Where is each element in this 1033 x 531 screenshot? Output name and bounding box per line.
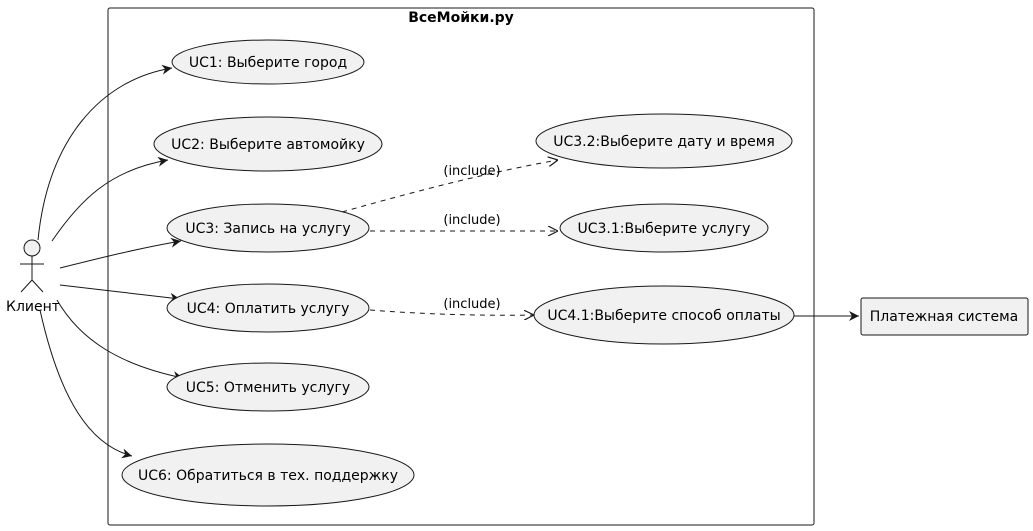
use-case-uc3-1: UC3.1:Выберите услугу (559, 203, 769, 253)
use-case-ellipse (166, 283, 370, 333)
actor-leg-left (20, 279, 33, 293)
actor-client: Клиент (6, 239, 60, 315)
use-case-ellipse (121, 443, 415, 507)
use-case-label: UC2: Выберите автомойку (171, 137, 365, 153)
associations (37, 64, 184, 459)
actor-label: Клиент (6, 299, 60, 315)
external-system-label: Платежная система (870, 309, 1018, 325)
use-case-uc3-2: UC3.2:Выберите дату и время (535, 113, 793, 169)
use-case-label: UC5: Отменить услугу (186, 380, 350, 396)
include-label-uc3-1: (include) (443, 213, 500, 228)
actor-leg-right (31, 279, 44, 293)
use-case-uc2: UC2: Выберите автомойку (153, 116, 383, 172)
use-case-uc4: UC4: Оплатить услугу (166, 283, 370, 333)
use-case-label: UC4.1:Выберите способ оплаты (547, 308, 780, 324)
use-case-label: UC6: Обратиться в тех. поддержку (138, 468, 398, 484)
use-case-ellipse (153, 116, 383, 172)
assoc-uc6 (39, 309, 133, 459)
include-relations (341, 160, 558, 315)
use-case-uc4-1: UC4.1:Выберите способ оплаты (533, 285, 795, 345)
use-case-label: UC3.1:Выберите услугу (578, 221, 751, 237)
external-system-box (860, 297, 1029, 336)
assoc-uc1 (37, 64, 173, 241)
use-case-ellipse (166, 362, 370, 412)
use-case-uc3: UC3: Запись на услугу (166, 203, 370, 253)
include-uc4-uc4-1 (369, 309, 534, 315)
include-label-uc3-2: (include) (443, 164, 500, 179)
system-title: ВсеМойки.ру (408, 10, 514, 26)
actor-head (23, 239, 41, 257)
use-case-ellipse (533, 285, 795, 345)
use-case-ellipse (171, 39, 365, 85)
assoc-uc3 (59, 237, 182, 269)
use-case-uc5: UC5: Отменить услугу (166, 362, 370, 412)
assoc-uc2 (51, 156, 169, 242)
use-case-label: UC1: Выберите город (189, 55, 347, 71)
include-label-uc4-1: (include) (443, 297, 500, 312)
use-case-ellipse (166, 203, 370, 253)
use-case-ellipse (559, 203, 769, 253)
assoc-uc5 (56, 299, 184, 381)
use-case-label: UC3: Запись на услугу (185, 221, 350, 237)
external-payment-system: Платежная система (860, 297, 1029, 336)
assoc-uc4 (59, 284, 181, 303)
use-case-ellipse (535, 113, 793, 169)
use-case-label: UC4: Оплатить услугу (187, 301, 350, 317)
use-case-uc6: UC6: Обратиться в тех. поддержку (121, 443, 415, 507)
use-case-uc1: UC1: Выберите город (171, 39, 365, 85)
use-case-label: UC3.2:Выберите дату и время (553, 134, 775, 150)
